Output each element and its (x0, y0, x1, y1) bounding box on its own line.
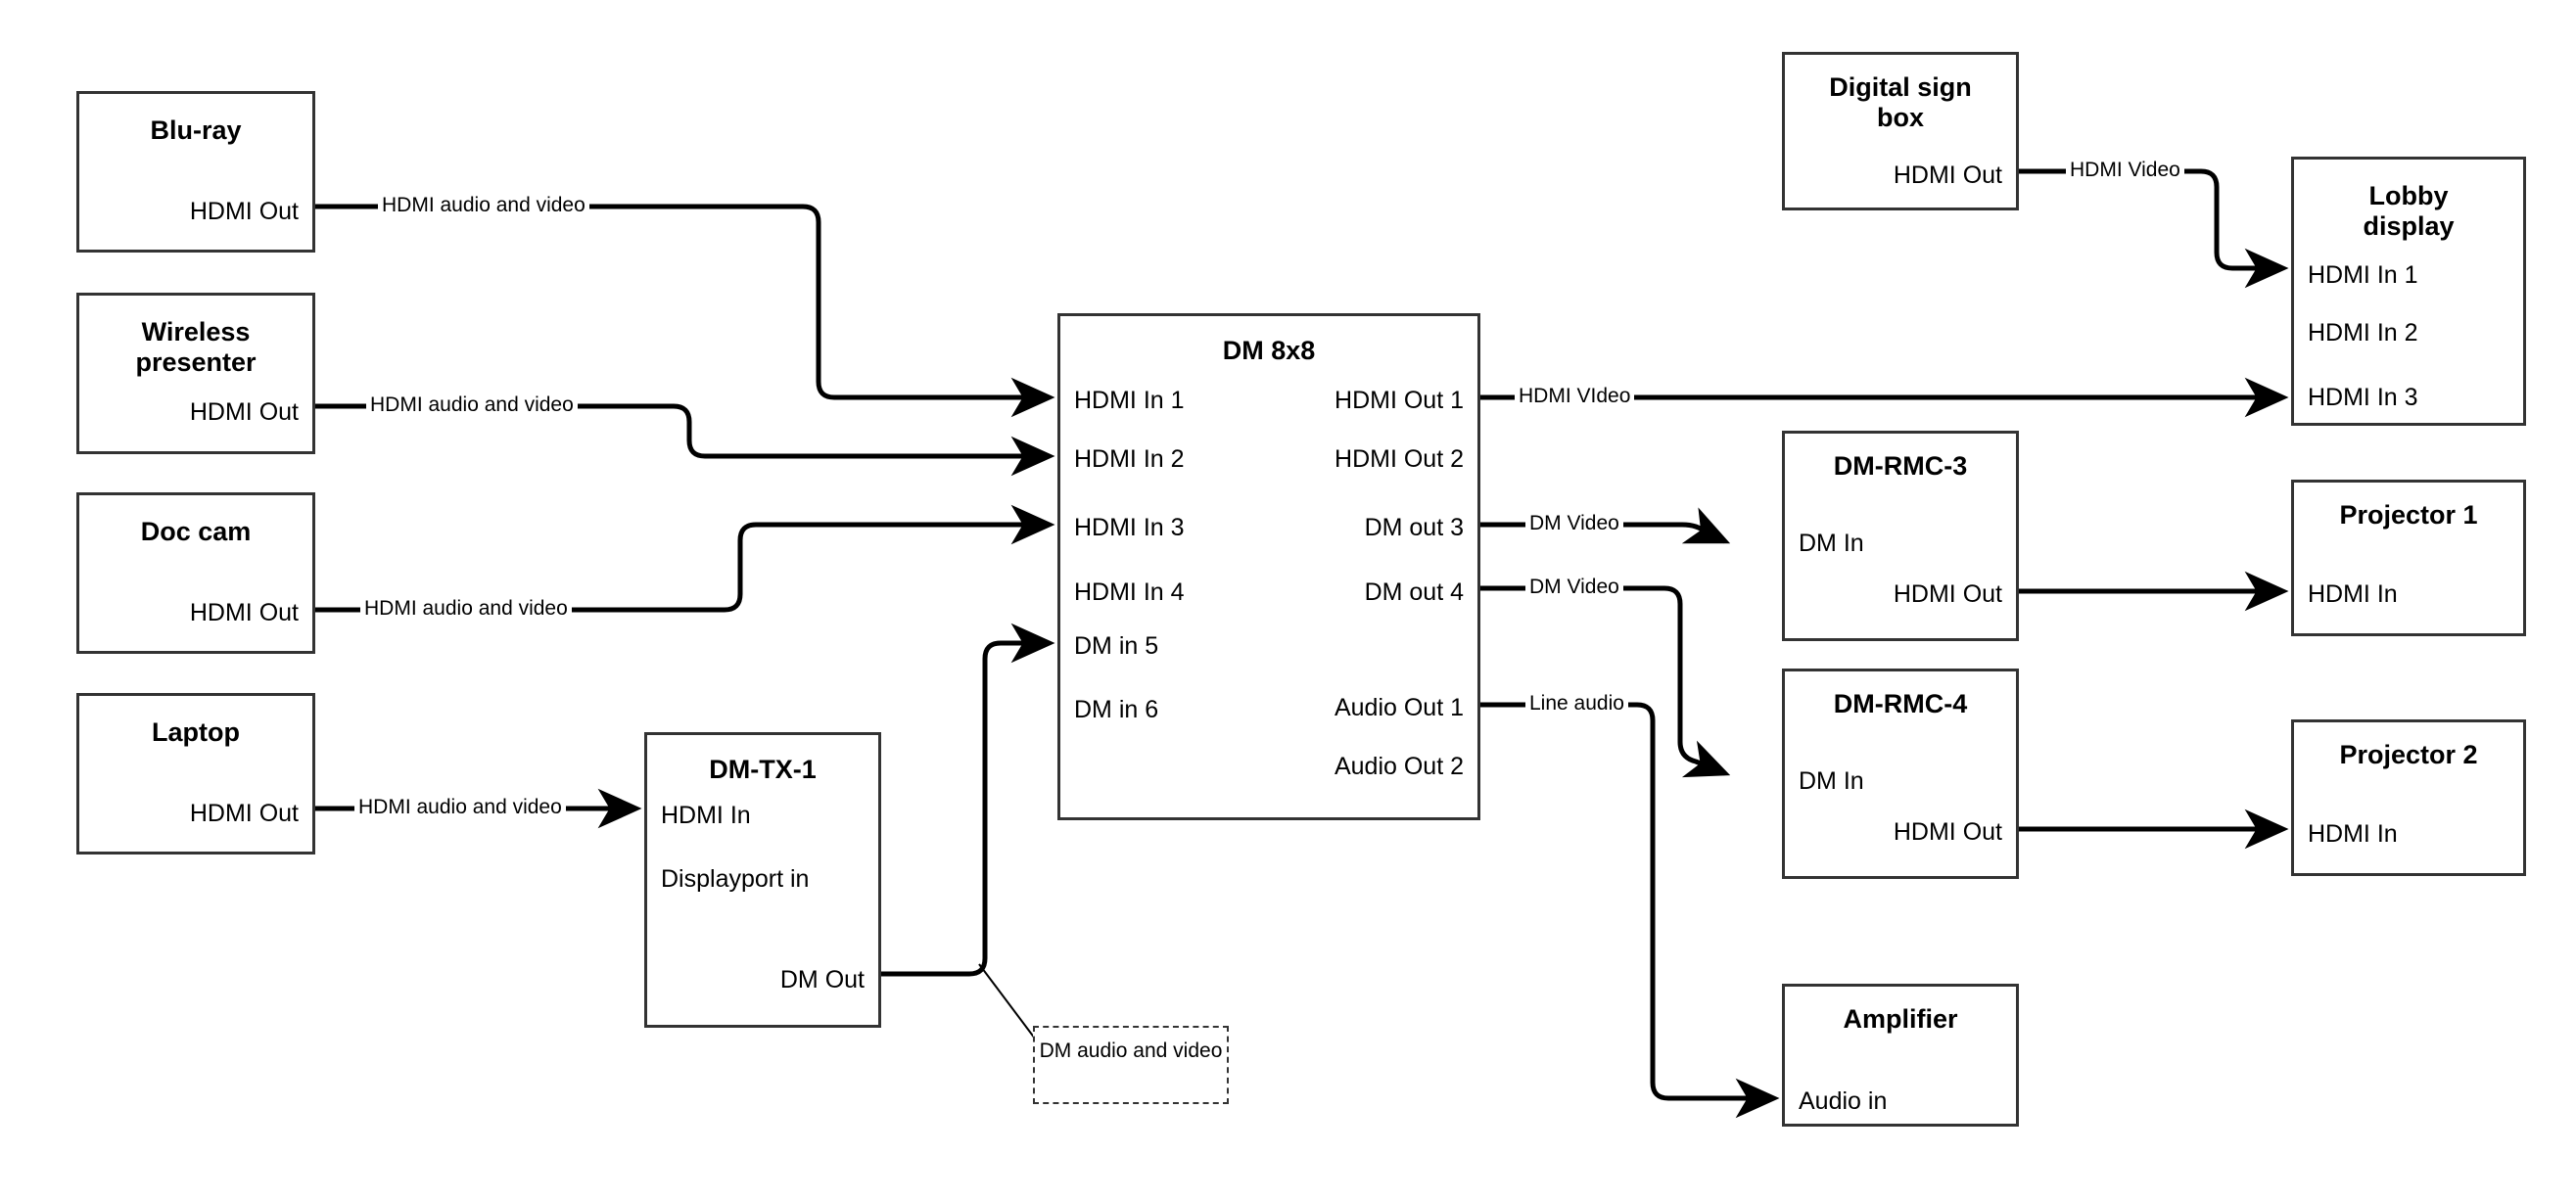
port-dm-out-3[interactable]: DM out 3 (1364, 514, 1464, 541)
node-dm-rmc-3[interactable]: DM-RMC-3 DM In HDMI Out (1782, 431, 2019, 641)
wire-label-doc-cam-to-dm-8x8: HDMI audio and video (360, 598, 572, 619)
port-hdmi-in-1[interactable]: HDMI In 1 (2308, 261, 2418, 289)
node-laptop[interactable]: Laptop HDMI Out (76, 693, 315, 855)
wire-label-wireless-presenter-to-dm-8x8: HDMI audio and video (366, 394, 578, 415)
port-hdmi-in-3[interactable]: HDMI In 3 (1074, 514, 1185, 541)
port-hdmi-in[interactable]: HDMI In (661, 802, 751, 829)
port-dm-in[interactable]: DM In (1799, 767, 1864, 795)
node-title: DM 8x8 (1222, 336, 1316, 365)
node-lobby-display[interactable]: Lobby display HDMI In 1 HDMI In 2 HDMI I… (2291, 157, 2526, 426)
port-hdmi-out[interactable]: HDMI Out (1893, 580, 2002, 608)
port-audio-in[interactable]: Audio in (1799, 1087, 1888, 1115)
port-hdmi-in-4[interactable]: HDMI In 4 (1074, 578, 1185, 606)
node-dm-rmc-4[interactable]: DM-RMC-4 DM In HDMI Out (1782, 669, 2019, 879)
port-dm-out-4[interactable]: DM out 4 (1364, 578, 1464, 606)
node-title: Projector 2 (2339, 740, 2478, 769)
port-hdmi-out[interactable]: HDMI Out (1893, 162, 2002, 189)
port-hdmi-in-3[interactable]: HDMI In 3 (2308, 384, 2418, 411)
port-dm-out[interactable]: DM Out (779, 966, 865, 993)
node-title: Laptop (152, 717, 240, 747)
node-title: Lobby display (2363, 181, 2455, 241)
callout-leader-line (978, 963, 1039, 1043)
node-amplifier[interactable]: Amplifier Audio in (1782, 984, 2019, 1127)
port-audio-out-1[interactable]: Audio Out 1 (1334, 694, 1464, 721)
port-hdmi-out[interactable]: HDMI Out (189, 800, 299, 827)
node-title: DM-TX-1 (709, 755, 817, 784)
node-digital-sign-box[interactable]: Digital sign box HDMI Out (1782, 52, 2019, 210)
wire-label-laptop-to-dm-tx-1: HDMI audio and video (354, 797, 566, 817)
port-audio-out-2[interactable]: Audio Out 2 (1334, 753, 1464, 780)
node-blu-ray[interactable]: Blu-ray HDMI Out (76, 91, 315, 253)
callout-dm-audio-and-video: DM audio and video (1033, 1026, 1229, 1104)
node-wireless-presenter[interactable]: Wireless presenter HDMI Out (76, 293, 315, 454)
port-hdmi-out[interactable]: HDMI Out (189, 599, 299, 626)
port-hdmi-in[interactable]: HDMI In (2308, 820, 2398, 848)
wire-label-dm-8x8-to-dm-rmc-3: DM Video (1525, 513, 1623, 533)
port-hdmi-in-1[interactable]: HDMI In 1 (1074, 387, 1185, 414)
wire-digital-sign-box-to-lobby-display (2019, 168, 2289, 289)
port-hdmi-out[interactable]: HDMI Out (1893, 818, 2002, 846)
wire-dm-8x8-to-dm-rmc-4 (1480, 585, 1731, 778)
node-projector-1[interactable]: Projector 1 HDMI In (2291, 480, 2526, 636)
wire-label-dm-8x8-to-lobby-display: HDMI VIdeo (1515, 386, 1635, 406)
wire-label-blu-ray-to-dm-8x8: HDMI audio and video (378, 195, 589, 215)
node-title: Digital sign box (1829, 72, 1972, 132)
node-projector-2[interactable]: Projector 2 HDMI In (2291, 719, 2526, 876)
port-hdmi-out[interactable]: HDMI Out (189, 198, 299, 225)
port-dm-in-5[interactable]: DM in 5 (1074, 632, 1159, 660)
node-dm-tx-1[interactable]: DM-TX-1 HDMI In Displayport in DM Out (644, 732, 881, 1028)
port-hdmi-out-2[interactable]: HDMI Out 2 (1335, 445, 1464, 473)
node-title: DM-RMC-3 (1833, 451, 1968, 481)
node-title: Blu-ray (150, 115, 242, 145)
node-title: Projector 1 (2339, 500, 2478, 530)
node-title: Wireless presenter (135, 317, 257, 377)
port-displayport-in[interactable]: Displayport in (661, 865, 810, 893)
port-hdmi-out-1[interactable]: HDMI Out 1 (1335, 387, 1464, 414)
port-hdmi-in-2[interactable]: HDMI In 2 (2308, 319, 2418, 346)
port-dm-in[interactable]: DM In (1799, 530, 1864, 557)
wire-label-digital-sign-box-to-lobby-display: HDMI Video (2066, 160, 2184, 180)
wire-label-dm-8x8-to-amplifier: Line audio (1525, 693, 1628, 714)
port-hdmi-in[interactable]: HDMI In (2308, 580, 2398, 608)
node-doc-cam[interactable]: Doc cam HDMI Out (76, 492, 315, 654)
port-dm-in-6[interactable]: DM in 6 (1074, 696, 1159, 723)
wire-dm-tx-1-to-dm-8x8 (881, 623, 1055, 977)
node-title: DM-RMC-4 (1833, 689, 1968, 718)
node-title: Doc cam (140, 517, 252, 546)
port-hdmi-out[interactable]: HDMI Out (189, 398, 299, 426)
node-title: Amplifier (1843, 1004, 1958, 1034)
port-hdmi-in-2[interactable]: HDMI In 2 (1074, 445, 1185, 473)
node-dm-8x8[interactable]: DM 8x8 HDMI In 1 HDMI In 2 HDMI In 3 HDM… (1057, 313, 1480, 820)
wire-dm-8x8-to-amplifier (1480, 702, 1780, 1119)
wire-label-dm-8x8-to-dm-rmc-4: DM Video (1525, 577, 1623, 597)
wire-blu-ray-to-dm-8x8 (315, 204, 1055, 418)
